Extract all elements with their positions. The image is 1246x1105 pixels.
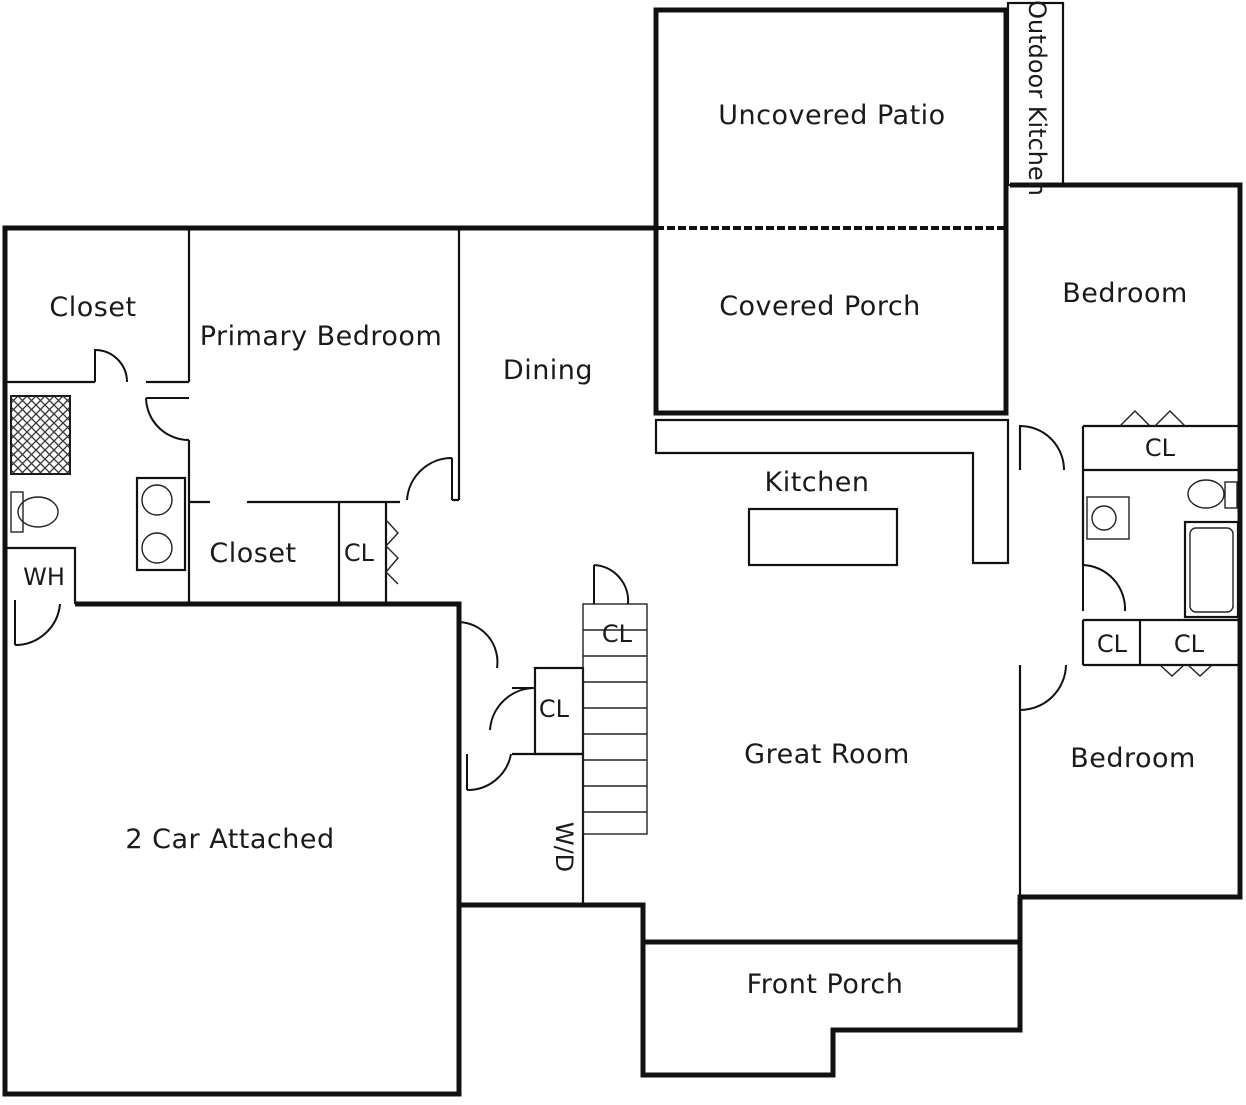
water-heater-label: WH <box>23 563 65 591</box>
front-porch-label: Front Porch <box>747 969 904 1000</box>
shower <box>10 395 71 475</box>
kitchen-label: Kitchen <box>765 467 870 498</box>
outdoor-kitchen-label: Outdoor Kitchen <box>1023 0 1051 196</box>
covered-porch-label: Covered Porch <box>719 291 921 322</box>
cl-stair-label: CL <box>602 620 633 648</box>
uncovered-patio-label: Uncovered Patio <box>718 100 945 131</box>
primary-bath-fixtures <box>10 395 187 572</box>
doors <box>14 348 1213 792</box>
closet-walkin-label: Closet <box>209 538 296 569</box>
staircase <box>582 603 648 835</box>
cl-bed-right-label: CL <box>1174 630 1205 658</box>
washer-dryer-label: W/D <box>550 822 578 872</box>
secondary-bath-fixtures <box>1086 479 1240 619</box>
cl-bed-left-label: CL <box>1097 630 1128 658</box>
dining-label: Dining <box>503 355 593 386</box>
bedroom-lower-label: Bedroom <box>1070 743 1196 774</box>
kitchen-island <box>747 507 899 567</box>
garage-label: 2 Car Attached <box>125 824 334 855</box>
cl-bath-label: CL <box>1145 434 1176 462</box>
bedroom-upper-label: Bedroom <box>1062 278 1188 309</box>
closet-primary-label: Closet <box>49 292 136 323</box>
great-room-label: Great Room <box>744 739 910 770</box>
cl-hall-label: CL <box>539 695 570 723</box>
cl-primary-label: CL <box>344 539 375 567</box>
interior-walls <box>5 228 1240 905</box>
primary-bedroom-label: Primary Bedroom <box>200 321 443 352</box>
